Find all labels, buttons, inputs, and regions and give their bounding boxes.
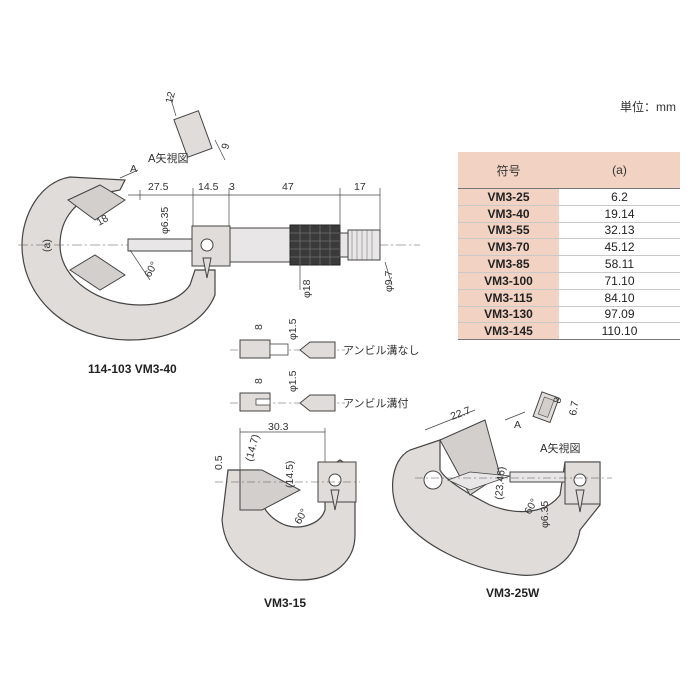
row-value: 32.13 bbox=[559, 222, 680, 240]
dim-8-a: 8 bbox=[253, 324, 265, 330]
dim-17: 17 bbox=[354, 181, 366, 193]
dim-14-5: 14.5 bbox=[198, 181, 219, 193]
dim-23-46: (23.46) bbox=[493, 466, 508, 500]
main-thimble bbox=[289, 224, 341, 266]
row-value: 110.10 bbox=[559, 322, 680, 341]
row-code: VM3-130 bbox=[458, 306, 559, 324]
row-code: VM3-25 bbox=[458, 188, 559, 206]
row-code: VM3-100 bbox=[458, 272, 559, 290]
label-anvil-groove: アンビル溝付 bbox=[343, 397, 409, 410]
dim-9: 9 bbox=[219, 142, 232, 151]
main-spindle bbox=[127, 238, 195, 252]
dim-a: (a) bbox=[41, 239, 53, 252]
row-code: VM3-115 bbox=[458, 289, 559, 307]
main-anvil-bottom bbox=[69, 254, 126, 291]
dim-8-c: 8 bbox=[551, 396, 564, 405]
dim-14-5-paren: (14.5) bbox=[284, 461, 296, 488]
row-value: 6.2 bbox=[559, 188, 680, 206]
main-a-view bbox=[169, 95, 226, 161]
dim-14-7: (14.7) bbox=[243, 433, 262, 463]
main-a-label: A bbox=[130, 163, 137, 175]
dim-6-7: 6.7 bbox=[567, 400, 581, 417]
dim-47: 47 bbox=[282, 181, 294, 193]
main-a-view-label: A矢視図 bbox=[148, 151, 189, 165]
dim-phi-1-5-b: φ1.5 bbox=[287, 370, 299, 392]
row-value: 71.10 bbox=[559, 272, 680, 290]
main-a-arrow bbox=[119, 169, 139, 179]
wide-a-view-label: A矢視図 bbox=[540, 441, 581, 455]
anvil-detail-no-groove: 8 φ1.5 アンビル溝なし bbox=[230, 318, 420, 359]
row-code: VM3-70 bbox=[458, 238, 559, 257]
main-micrometer: 27.5 14.5 3 47 17 18 φ6.35 (a) 60° φ18 φ… bbox=[18, 90, 420, 341]
dim-phi-1-5-a: φ1.5 bbox=[287, 318, 299, 340]
row-code: VM3-55 bbox=[458, 222, 559, 240]
unit-label: 単位：mm bbox=[620, 100, 676, 114]
main-lock-icon bbox=[200, 238, 214, 252]
row-code: VM3-145 bbox=[458, 322, 559, 341]
dim-60-b: 60° bbox=[292, 507, 310, 527]
main-clamp bbox=[202, 257, 212, 279]
header-code: 符号 bbox=[458, 152, 559, 189]
row-value: 45.12 bbox=[559, 238, 680, 257]
label-anvil-no-groove: アンビル溝なし bbox=[343, 344, 420, 357]
label-vm3-25w: VM3-25W bbox=[486, 586, 540, 600]
dim-8-b: 8 bbox=[253, 378, 265, 384]
row-value: 97.09 bbox=[559, 306, 680, 324]
main-anvil-top bbox=[67, 184, 126, 221]
row-value: 58.11 bbox=[559, 255, 680, 273]
dim-27-5: 27.5 bbox=[148, 181, 169, 193]
dim-phi-6-35: φ6.35 bbox=[159, 207, 171, 234]
row-code: VM3-40 bbox=[458, 205, 559, 223]
dim-18: 18 bbox=[95, 212, 111, 228]
dim-22-7: 22.7 bbox=[449, 404, 472, 422]
dim-phi-6-35-b: φ6.35 bbox=[539, 501, 551, 528]
wide-a-label: A bbox=[514, 419, 521, 431]
label-vm3-15: VM3-15 bbox=[264, 596, 307, 610]
dim-12: 12 bbox=[163, 90, 178, 105]
dim-0-5: 0.5 bbox=[213, 455, 225, 470]
dim-60: 60° bbox=[142, 260, 160, 280]
main-ratchet-collar bbox=[339, 232, 349, 258]
row-value: 19.14 bbox=[559, 205, 680, 223]
spec-table-header: 符号 (a) bbox=[458, 152, 680, 189]
label-main-model: 114-103 VM3-40 bbox=[88, 362, 177, 376]
row-code: VM3-85 bbox=[458, 255, 559, 273]
main-ratchet bbox=[347, 229, 381, 261]
vm3-25w-micrometer: 22.7 (23.46) 60° φ6.35 A A矢視図 8 6.7 bbox=[392, 391, 612, 576]
anvil-detail-groove: 8 φ1.5 アンビル溝付 bbox=[230, 370, 409, 412]
dim-3: 3 bbox=[229, 181, 235, 193]
vm3-15-micrometer: 30.3 (14.7) (14.5) 0.5 60° bbox=[213, 421, 360, 581]
row-value: 84.10 bbox=[559, 289, 680, 307]
dim-phi-9-7: φ9.7 bbox=[383, 270, 395, 292]
main-sleeve bbox=[229, 227, 291, 263]
dim-phi-18: φ18 bbox=[301, 279, 313, 298]
dim-30-3: 30.3 bbox=[268, 421, 289, 433]
header-value: (a) bbox=[559, 152, 680, 189]
